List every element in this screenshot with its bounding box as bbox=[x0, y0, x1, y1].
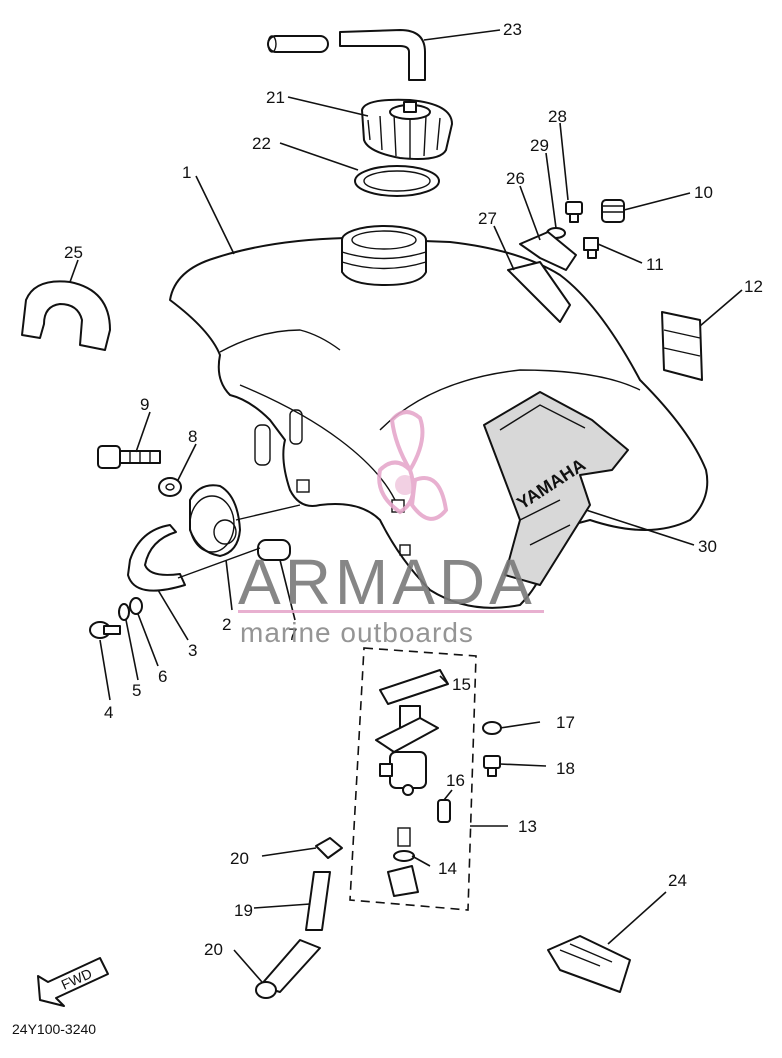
callout-19: 19 bbox=[234, 901, 253, 920]
callout-28: 28 bbox=[548, 107, 567, 126]
part-20-clip-upper bbox=[315, 837, 343, 859]
callout-15: 15 bbox=[452, 675, 471, 694]
diagram-code: 24Y100-3240 bbox=[12, 1021, 96, 1037]
part-23-breather-hose bbox=[267, 29, 426, 81]
callout-10: 10 bbox=[694, 183, 713, 202]
callout-6: 6 bbox=[158, 667, 167, 686]
fuel-cock-group-outline bbox=[349, 647, 477, 911]
watermark-tagline: marine outboards bbox=[240, 617, 474, 648]
callout-numbers: 23 21 22 1 25 28 29 26 27 10 11 12 9 8 2… bbox=[64, 20, 763, 959]
part-1-fuel-tank bbox=[169, 225, 709, 609]
callout-4: 4 bbox=[104, 703, 113, 722]
part-5-washer bbox=[118, 603, 130, 621]
part-11-collar bbox=[583, 237, 599, 259]
part-18-screw bbox=[483, 755, 501, 777]
part-22-cap-gasket bbox=[354, 165, 440, 197]
part-4-screw bbox=[89, 621, 121, 639]
part-7-collar bbox=[257, 539, 291, 561]
part-6-washer bbox=[129, 597, 143, 615]
part-2-damper bbox=[189, 484, 241, 557]
callout-12: 12 bbox=[744, 277, 763, 296]
callout-18: 18 bbox=[556, 759, 575, 778]
part-28-bolt bbox=[565, 201, 583, 223]
watermark-underline bbox=[238, 610, 544, 613]
part-16-screw bbox=[437, 799, 451, 823]
part-24-bracket bbox=[547, 935, 631, 993]
callout-14: 14 bbox=[438, 859, 457, 878]
watermark-logo-icon bbox=[377, 410, 449, 521]
callout-16: 16 bbox=[446, 771, 465, 790]
callout-13: 13 bbox=[518, 817, 537, 836]
part-8-washer bbox=[158, 477, 182, 497]
callout-27: 27 bbox=[478, 209, 497, 228]
part-3-holder bbox=[127, 524, 186, 592]
part-25-bracket bbox=[21, 280, 111, 351]
fwd-arrow-icon bbox=[37, 957, 109, 1007]
watermark-brand: ARMADA bbox=[238, 546, 536, 618]
callout-5: 5 bbox=[132, 681, 141, 700]
part-17-washer bbox=[482, 721, 502, 735]
callout-20-upper: 20 bbox=[230, 849, 249, 868]
callout-1: 1 bbox=[182, 163, 191, 182]
callout-30: 30 bbox=[698, 537, 717, 556]
callout-21: 21 bbox=[266, 88, 285, 107]
callout-17: 17 bbox=[556, 713, 575, 732]
callout-11: 11 bbox=[646, 255, 664, 274]
part-12-pad bbox=[661, 311, 703, 381]
callout-29: 29 bbox=[530, 136, 549, 155]
part-13-fuel-cock bbox=[375, 705, 439, 796]
watermark: ARMADA marine outboards bbox=[238, 410, 544, 648]
part-21-fuel-cap bbox=[361, 98, 453, 160]
part-9-bolt bbox=[97, 445, 161, 469]
part-26-bracket bbox=[519, 231, 577, 271]
callout-20-lower: 20 bbox=[204, 940, 223, 959]
callout-7: 7 bbox=[288, 625, 297, 644]
part-15-filter bbox=[379, 669, 449, 705]
callout-23: 23 bbox=[503, 20, 522, 39]
part-19-fuel-hose bbox=[305, 871, 331, 931]
callout-24: 24 bbox=[668, 871, 687, 890]
callout-9: 9 bbox=[140, 395, 149, 414]
callout-26: 26 bbox=[506, 169, 525, 188]
part-27-damper bbox=[507, 261, 571, 323]
callout-22: 22 bbox=[252, 134, 271, 153]
part-20-clip-lower bbox=[255, 939, 321, 999]
leader-lines bbox=[69, 29, 743, 983]
part-10-bolt bbox=[601, 199, 625, 223]
callout-3: 3 bbox=[188, 641, 197, 660]
callout-2: 2 bbox=[222, 615, 231, 634]
callout-25: 25 bbox=[64, 243, 83, 262]
part-14-spring bbox=[387, 827, 419, 897]
callout-8: 8 bbox=[188, 427, 197, 446]
